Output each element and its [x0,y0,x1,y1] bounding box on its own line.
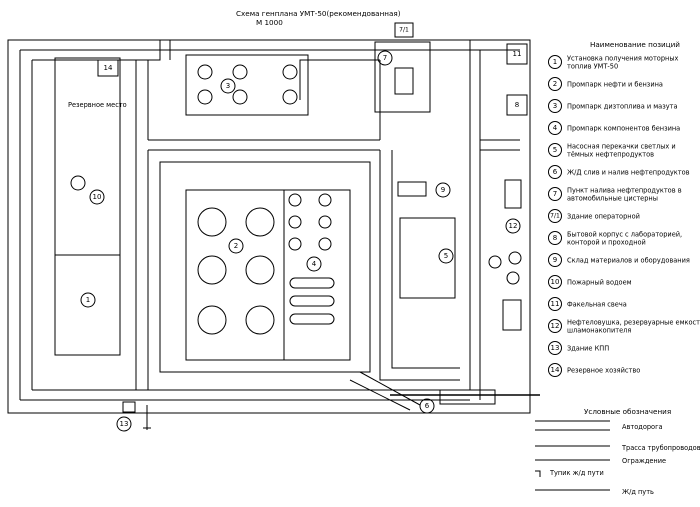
legend-number: 9 [553,256,557,264]
legend-number: 5 [553,146,557,154]
reserve-label: Резервное место [68,101,127,109]
legend-marker-5 [548,143,562,157]
legend-text: Резервное хозяйство [567,367,640,375]
legend: Наименование позиций 1 Установка получени… [548,40,700,377]
legend-number: 1 [553,58,557,66]
marker-13-label: 13 [120,420,129,428]
legend-number: 7/1 [550,213,560,220]
rail-6: 6 [349,371,540,414]
marker-3-label: 3 [226,82,230,90]
checkpoint-13: 13 [116,401,151,432]
marker-9-label: 11 [513,50,522,58]
legend-marker-7 [548,187,562,201]
legend-text: Промпарк нефти и бензина [567,81,663,89]
legend-text: конторой и проходной [567,239,646,247]
warehouse-9: 11 [506,43,528,65]
legend-marker-4 [548,121,562,135]
convention-deadend: Тупик ж/д пути [549,469,604,477]
marker-1-label: 1 [86,296,90,304]
marker-5-label: 5 [444,252,448,260]
legend-text: шламонакопителя [567,327,631,335]
legend-number: 10 [551,278,560,286]
legend-number: 3 [553,102,557,110]
marker-14-label: 14 [104,64,113,72]
marker-11-label: 10 [93,193,102,201]
reserve-area: 14 Резервное место [54,57,127,256]
marker-6-label: 6 [425,402,430,410]
legend-marker-10 [548,253,562,267]
legend-text: Бытовой корпус с лабораторией, [567,231,682,239]
legend-marker-15 [548,363,562,377]
convention-road: Автодорога [622,423,663,431]
plan-scale: М 1000 [256,18,283,27]
legend-number: 11 [551,300,560,308]
legend-text: Здание операторной [567,213,640,221]
legend-marker-8 [548,209,562,223]
convention-fence: Ограждение [622,457,666,465]
legend-marker-2 [548,77,562,91]
pump-station-5: 5 [399,217,456,299]
marker-12-label: 12 [509,222,518,230]
legend-text: Нефтеловушка, резервуарные емкости [567,319,700,327]
legend-text: Пункт налива нефтепродуктов в [567,187,682,195]
plan-title: Схема генплана УМТ-50(рекомендованная) [236,9,401,18]
oil-trap-12: 12 [488,179,522,331]
legend-marker-13 [548,319,562,333]
convention-pipeline: Трасса трубопроводов [621,444,700,452]
legend-text: топлив УМТ-50 [567,63,618,71]
tank-farm-2-4: 2 4 [159,161,371,373]
site-boundary [7,39,531,414]
legend-marker-1 [548,55,562,69]
marker-8-label: 8 [515,101,519,109]
convention-rail: Ж/д путь [622,488,654,496]
legend-text: Здание КПП [567,345,609,353]
marker-10-label: 9 [441,186,445,194]
legend-marker-6 [548,165,562,179]
marker-7-label: 7 [383,54,387,62]
flare-11: 10 [70,175,105,205]
legend-text: Пожарный водоем [567,279,632,287]
marker-7-1-label: 7/1 [399,27,409,34]
legend-marker-12 [548,297,562,311]
legend-text: Факельная свеча [567,301,627,309]
legend-text: автомобильные цистерны [567,195,658,203]
legend-text: Насосная перекачки светлых и [567,143,676,151]
legend-number: 13 [551,344,560,352]
legend-text: Установка получения моторных [567,55,679,63]
legend-number: 4 [553,124,558,132]
legend-number: 8 [553,234,557,242]
legend-number: 6 [553,168,558,176]
tank-farm-3: 3 [185,54,309,116]
block-1: 1 [54,254,121,356]
legend-title: Наименование позиций [590,40,680,49]
legend-number: 12 [551,322,560,330]
marker-4-label: 4 [312,260,317,268]
legend-text: тёмных нефтепродуктов [567,151,654,159]
legend-marker-3 [548,99,562,113]
legend-text: Промпарк компонентов бензина [567,125,680,133]
marker-2-label: 2 [234,242,238,250]
legend-text: Склад материалов и оборудования [567,257,690,265]
legend-marker-9 [548,231,562,245]
conventions-title: Условные обозначения [584,407,671,416]
legend-marker-14 [548,341,562,355]
legend-number: 7 [553,190,557,198]
building-8: 8 [506,94,528,116]
conventions: Условные обозначения Автодорога Трасса т… [535,407,700,496]
legend-text: Промпарк дизтоплива и мазута [567,103,678,111]
legend-number: 14 [551,366,560,374]
legend-marker-11 [548,275,562,289]
loading-station-7: 7 7/1 [374,22,431,113]
legend-text: Ж/Д слив и налив нефтепродуктов [567,169,690,177]
legend-number: 2 [553,80,557,88]
fire-pond-10: 9 [397,181,451,198]
road-network [19,40,520,401]
